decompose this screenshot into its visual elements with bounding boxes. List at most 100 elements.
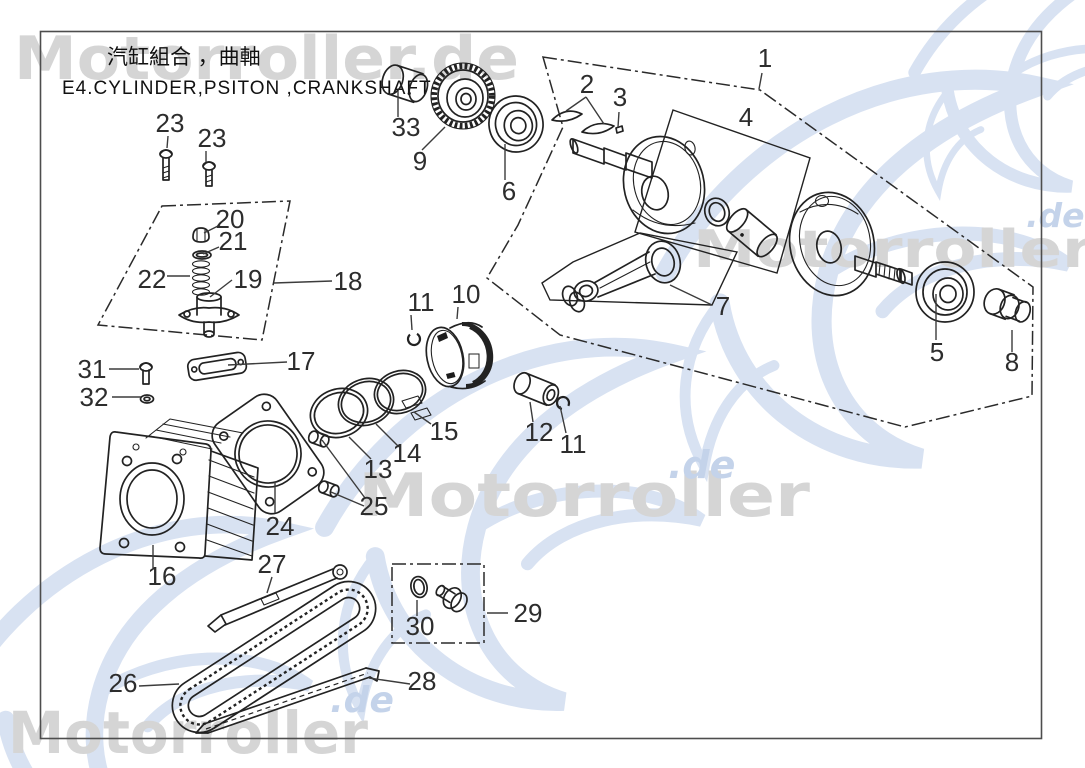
- part-label-1: 1: [758, 43, 772, 73]
- part-19-tensioner: [178, 292, 240, 338]
- part-10-piston: [425, 321, 494, 390]
- part-label-15: 15: [430, 416, 459, 446]
- part-label-24: 24: [266, 511, 295, 541]
- part-32-nut: [139, 394, 155, 404]
- leader-line-3: [617, 111, 620, 128]
- part-label-3: 3: [613, 82, 627, 112]
- part-9-gear: [430, 62, 496, 130]
- group-18-boundary: [96, 200, 291, 341]
- leader-line-12: [529, 401, 534, 423]
- part-23-bolt: [159, 149, 173, 181]
- leader-line-11b: [559, 405, 567, 434]
- part-label-26: 26: [109, 668, 138, 698]
- part-label-14: 14: [393, 438, 422, 468]
- diagram-border: [39, 30, 1043, 740]
- leader-line-14: [375, 423, 400, 448]
- part-label-4: 4: [739, 102, 753, 132]
- watermark-text: Motorroller: [358, 461, 810, 531]
- part-label-2: 2: [580, 69, 594, 99]
- part-12-piston-pin: [513, 371, 560, 407]
- part-22-spring: [191, 260, 211, 296]
- part-label-27: 27: [258, 549, 287, 579]
- part-2-keys: [551, 110, 615, 135]
- leader-line-21: [202, 246, 220, 255]
- part-5-bearing: [915, 261, 975, 323]
- leader-line-9: [421, 126, 446, 151]
- watermark-text-layer: Motorroller.deMotorroller.deMotorroller.…: [8, 24, 1085, 767]
- part-3-key: [615, 125, 624, 134]
- part-24-gasket: [211, 393, 325, 515]
- part-label-31: 31: [78, 354, 107, 384]
- part-label-29: 29: [514, 598, 543, 628]
- part-16-cylinder: [99, 418, 259, 561]
- leader-line-2: [585, 96, 605, 125]
- group-1-boundary: [486, 56, 1034, 428]
- part-23-bolt: [202, 161, 216, 187]
- part-1-left-web: [622, 135, 706, 235]
- part-31-bolt: [139, 362, 153, 385]
- leader-line-25: [330, 491, 365, 507]
- leader-line-1: [758, 72, 763, 90]
- part-label-28: 28: [408, 666, 437, 696]
- part-label-22: 22: [138, 264, 167, 294]
- leader-line-11a: [410, 314, 413, 331]
- part-label-11b: 11: [560, 429, 587, 459]
- part-label-13: 13: [364, 454, 393, 484]
- watermark-text: Motorroller: [8, 699, 368, 767]
- part-26-chain: [171, 580, 377, 734]
- part-label-7: 7: [716, 291, 730, 321]
- part-label-30: 30: [406, 611, 435, 641]
- part-6-bearing: [488, 95, 544, 153]
- part-15-ring: [373, 369, 432, 421]
- leader-line-15: [413, 411, 432, 425]
- part-label-8: 8: [1005, 347, 1019, 377]
- part-label-32: 32: [80, 382, 109, 412]
- part-label-18: 18: [334, 266, 363, 296]
- part-label-33: 33: [392, 112, 421, 142]
- diagram-title-en: E4.CYLINDER,PSITON ,CRANKSHAFT: [62, 78, 432, 99]
- part-8-bushing: [983, 287, 1032, 323]
- part-label-11a: 11: [408, 287, 435, 317]
- part-label-16: 16: [148, 561, 177, 591]
- part-label-23b: 23: [198, 123, 227, 153]
- part-1-right-web: [788, 191, 876, 297]
- watermark-text: .de: [1026, 196, 1085, 235]
- watermark-text: .de: [330, 680, 394, 721]
- leader-line-23a: [166, 135, 169, 149]
- part-33-pin: [381, 64, 429, 104]
- leader-line-20: [203, 224, 221, 234]
- group-29-boundary: [391, 563, 485, 644]
- leader-line-25: [321, 439, 366, 499]
- leader-line-28: [368, 677, 411, 685]
- part-13-ring: [309, 387, 369, 439]
- part-1-right-shaft: [854, 255, 913, 286]
- part-label-21: 21: [219, 226, 248, 256]
- leader-line-10: [456, 306, 459, 320]
- part-27-chain-guide: [207, 564, 348, 633]
- leader-line-27: [266, 576, 273, 594]
- part-label-6: 6: [502, 176, 516, 206]
- part-label-23a: 23: [156, 108, 185, 138]
- part-30-oring-bolt: [410, 575, 468, 613]
- part-label-10: 10: [452, 279, 481, 309]
- part-label-5: 5: [930, 337, 944, 367]
- diagram-title-zh: 汽缸組合 ，曲軸: [107, 45, 261, 69]
- part-20-cap-nut: [192, 227, 210, 243]
- part-17-gasket: [186, 351, 248, 382]
- part-label-20: 20: [216, 204, 245, 234]
- part-label-25: 25: [360, 491, 389, 521]
- part-label-12: 12: [525, 417, 554, 447]
- crankpin-4-box: [634, 109, 811, 274]
- part-label-9: 9: [413, 146, 427, 176]
- part-21-oring: [192, 250, 212, 260]
- watermark-text: Motorroller: [693, 220, 1085, 280]
- part-14-ring: [337, 377, 395, 427]
- part-label-17: 17: [287, 346, 316, 376]
- leader-line-17: [227, 361, 288, 366]
- leader-line-7: [669, 284, 713, 306]
- part-11-circlip: [406, 331, 422, 347]
- leader-line-13: [348, 436, 372, 460]
